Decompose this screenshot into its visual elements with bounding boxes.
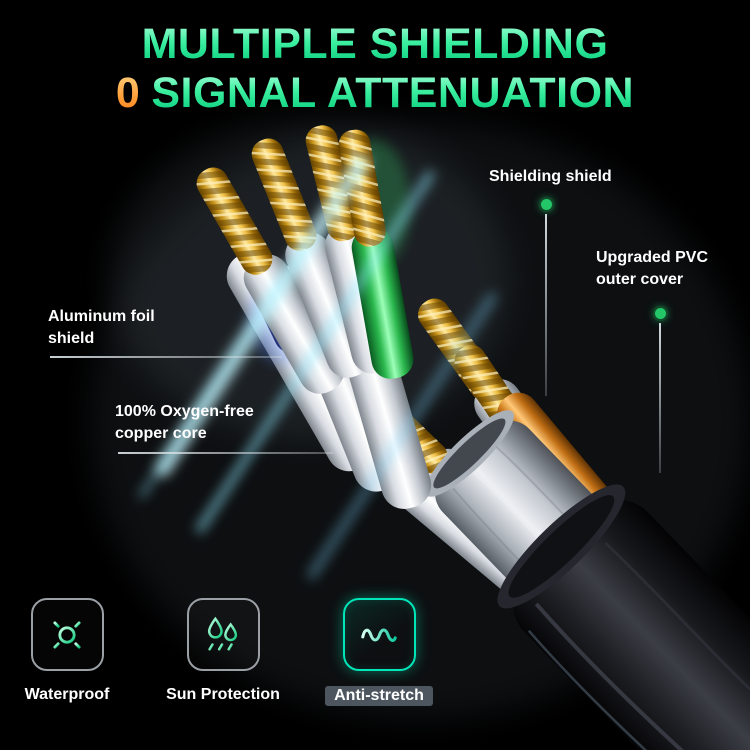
- callout-dot-icon: [541, 199, 552, 210]
- callout-dot-icon: [655, 308, 666, 319]
- feature-waterproof: Waterproof: [7, 598, 127, 704]
- feature-label-anti-stretch: Anti-stretch: [325, 686, 433, 706]
- callout-label-copper-core: 100% Oxygen-free copper core: [115, 403, 254, 443]
- title-line-1: MULTIPLE SHIELDING: [0, 20, 750, 69]
- feature-sun-protection: Sun Protection: [163, 598, 283, 704]
- callout-label-aluminum-foil: Aluminum foil shield: [48, 308, 155, 348]
- feature-box-sun-protection: [186, 598, 260, 671]
- callout-line: [50, 356, 282, 358]
- title-zero-digit: 0: [115, 69, 141, 118]
- water-drops-icon: [207, 616, 238, 651]
- light-beams: [138, 155, 497, 580]
- feature-label-sun-protection: Sun Protection: [166, 686, 280, 703]
- title-line-2-text: SIGNAL ATTENUATION: [151, 69, 635, 118]
- feature-box-anti-stretch: [342, 598, 416, 671]
- feature-list: Waterproof Sun Protection: [0, 598, 750, 738]
- callout-line: [545, 214, 547, 396]
- callout-label-pvc-cover: Upgraded PVC outer cover: [596, 249, 709, 289]
- sun-icon: [48, 615, 86, 654]
- pvc-outer-jacket: [497, 484, 750, 750]
- feature-anti-stretch: Anti-stretch: [319, 598, 439, 706]
- wave-icon: [361, 628, 397, 642]
- feature-box-waterproof: [30, 598, 104, 671]
- callout-line: [118, 452, 333, 454]
- feature-label-waterproof: Waterproof: [24, 686, 110, 703]
- callout-label-shielding-shield: Shielding shield: [489, 168, 612, 185]
- callout-line: [659, 323, 661, 473]
